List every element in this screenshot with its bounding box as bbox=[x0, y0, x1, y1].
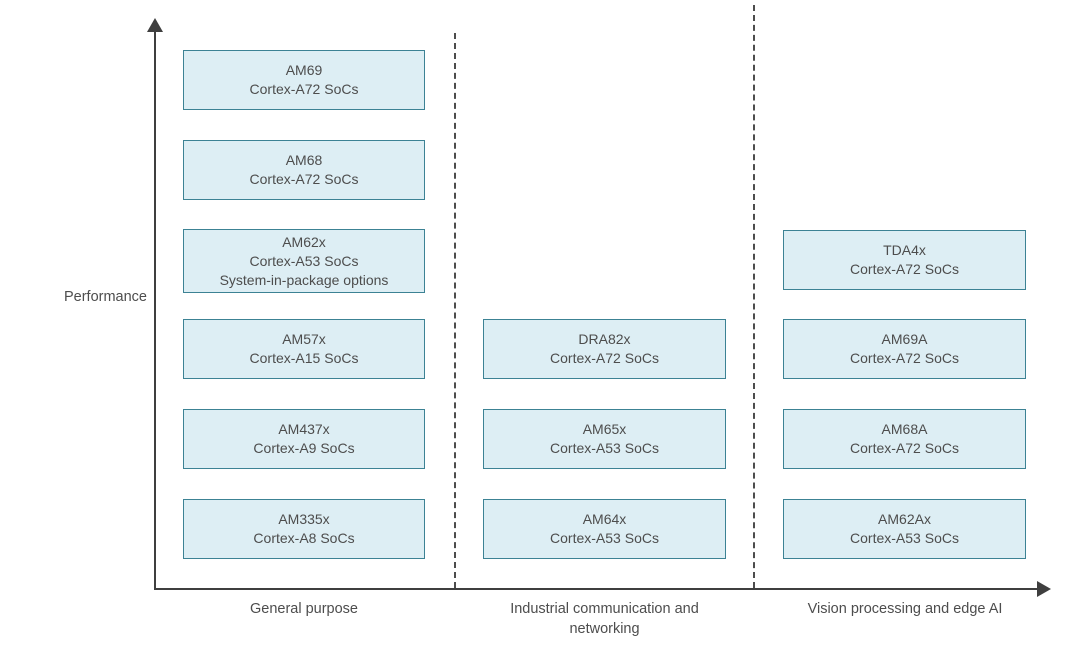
soc-name: AM64x bbox=[582, 511, 627, 527]
soc-desc: Cortex-A8 SoCs bbox=[253, 530, 355, 546]
soc-desc: Cortex-A72 SoCs bbox=[850, 261, 959, 277]
column-divider-1 bbox=[454, 33, 456, 588]
soc-desc: Cortex-A72 SoCs bbox=[850, 440, 959, 456]
soc-desc: Cortex-A53 SoCs bbox=[249, 252, 359, 269]
soc-box-am69a: AM69A Cortex-A72 SoCs bbox=[783, 319, 1026, 379]
soc-box-am68: AM68 Cortex-A72 SoCs bbox=[183, 140, 425, 200]
y-axis-label: Performance bbox=[63, 289, 147, 305]
soc-box-dra82x: DRA82x Cortex-A72 SoCs bbox=[483, 319, 726, 379]
soc-box-am57x: AM57x Cortex-A15 SoCs bbox=[183, 319, 425, 379]
soc-name: AM65x bbox=[582, 421, 627, 437]
soc-name: AM57x bbox=[282, 331, 326, 347]
soc-desc: Cortex-A72 SoCs bbox=[850, 350, 959, 366]
category-label-general-purpose: General purpose bbox=[249, 601, 358, 617]
y-axis-arrow-icon bbox=[147, 18, 163, 32]
soc-name: AM437x bbox=[278, 421, 330, 437]
soc-box-tda4x: TDA4x Cortex-A72 SoCs bbox=[783, 230, 1026, 290]
soc-box-am335x: AM335x Cortex-A8 SoCs bbox=[183, 499, 425, 559]
column-divider-2 bbox=[753, 5, 755, 588]
soc-box-am69: AM69 Cortex-A72 SoCs bbox=[183, 50, 425, 110]
soc-desc: Cortex-A15 SoCs bbox=[249, 350, 359, 366]
x-axis-line bbox=[155, 588, 1039, 590]
category-label-industrial-communication: Industrial communication and networking bbox=[510, 601, 699, 637]
soc-name: AM62x bbox=[282, 233, 326, 250]
soc-name: AM335x bbox=[278, 511, 330, 527]
soc-box-am62ax: AM62Ax Cortex-A53 SoCs bbox=[783, 499, 1026, 559]
soc-name: TDA4x bbox=[883, 242, 926, 258]
soc-box-am65x: AM65x Cortex-A53 SoCs bbox=[483, 409, 726, 469]
soc-desc: Cortex-A53 SoCs bbox=[550, 530, 659, 546]
soc-name: DRA82x bbox=[578, 331, 631, 347]
soc-desc: Cortex-A72 SoCs bbox=[550, 350, 659, 366]
soc-name: AM68A bbox=[881, 421, 928, 437]
soc-box-am62x: AM62x Cortex-A53 SoCs System-in-package … bbox=[183, 229, 425, 293]
category-label-vision-processing: Vision processing and edge AI bbox=[807, 601, 1003, 617]
soc-extra: System-in-package options bbox=[219, 271, 389, 288]
soc-name: AM68 bbox=[285, 152, 323, 168]
soc-box-am68a: AM68A Cortex-A72 SoCs bbox=[783, 409, 1026, 469]
x-axis-arrow-icon bbox=[1037, 581, 1051, 597]
soc-name: AM69A bbox=[881, 331, 928, 347]
soc-name: AM69 bbox=[285, 62, 323, 78]
soc-desc: Cortex-A72 SoCs bbox=[249, 81, 359, 97]
soc-desc: Cortex-A53 SoCs bbox=[550, 440, 659, 456]
soc-box-am437x: AM437x Cortex-A9 SoCs bbox=[183, 409, 425, 469]
soc-desc: Cortex-A72 SoCs bbox=[249, 171, 359, 187]
soc-name: AM62Ax bbox=[878, 511, 931, 527]
soc-box-am64x: AM64x Cortex-A53 SoCs bbox=[483, 499, 726, 559]
y-axis-line bbox=[154, 30, 156, 590]
soc-desc: Cortex-A9 SoCs bbox=[253, 440, 355, 456]
soc-desc: Cortex-A53 SoCs bbox=[850, 530, 959, 546]
